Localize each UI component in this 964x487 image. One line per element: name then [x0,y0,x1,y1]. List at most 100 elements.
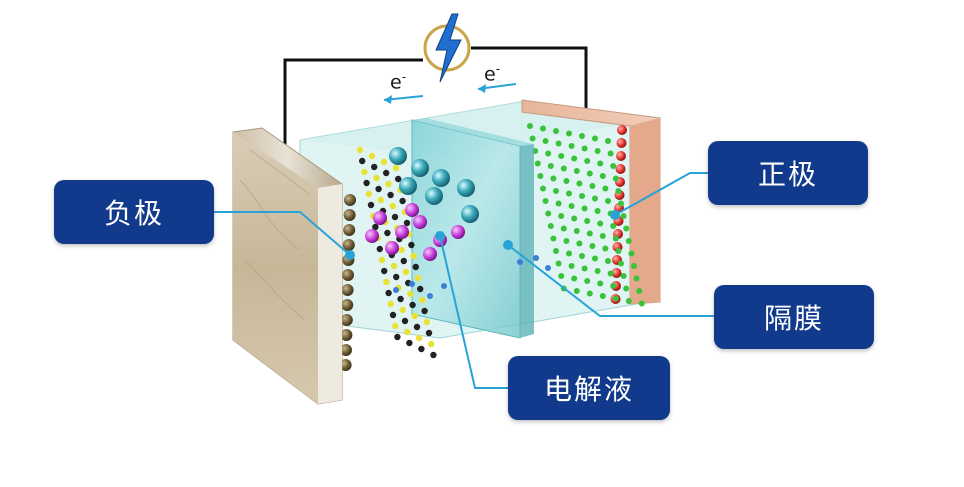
cathode-lattice-atom [571,155,578,162]
cathode-lattice-atom [581,145,588,152]
anode-strip-atom [425,329,433,337]
cathode-lattice-atom [542,198,549,204]
anode-atom [342,269,354,281]
cathode-lattice-atom [540,125,546,132]
cathode-lattice-atom [620,273,627,279]
anion [365,229,379,243]
cathode-lattice-atom [628,250,635,257]
cathode-lattice-atom [589,183,596,189]
cathode-lattice-atom [586,170,593,177]
solvent-molecule [427,293,433,299]
cathode-lattice-atom [555,200,562,207]
cathode-lattice-atom [555,140,562,147]
cathode-lattice-atom [610,223,617,229]
solvent-molecule [409,281,415,287]
lithium-ion [399,177,417,195]
solvent-molecule [545,265,551,271]
cathode-lattice-atom [571,215,578,222]
anion [373,211,387,225]
cathode-lattice-atom [542,138,549,144]
cathode-atom [616,151,626,161]
anode-strip-atom [417,285,424,293]
cathode-lattice-atom [560,225,567,232]
separator-label: 隔膜 [714,285,874,349]
cathode-lattice-atom [547,223,554,229]
anode-strip-atom [381,267,388,275]
cathode-lattice-atom [545,150,552,157]
anode-atom [342,239,355,251]
cathode-lattice-atom [579,253,585,259]
lithium-ion [425,187,443,205]
anode-strip-atom [401,317,409,325]
anode-strip-atom [409,301,416,309]
cathode-lattice-atom [571,275,578,282]
anode-strip-atom [399,306,406,314]
anion [385,241,399,255]
cathode-lattice-atom [537,173,544,179]
cathode-lattice-atom [602,185,609,192]
cathode-lattice-atom [568,203,575,209]
cathode-lattice-atom [623,285,630,292]
electron-label: e- [484,62,501,86]
anode-strip-atom [395,175,402,183]
anion [423,247,437,261]
lightning-bolt-icon [423,13,471,83]
cathode-lattice-atom [558,273,565,279]
anion [451,225,465,239]
cathode-lattice-atom [599,293,606,299]
anode-strip-atom [423,318,430,326]
cathode-lattice-atom [636,288,643,294]
cathode-lattice-atom [612,175,619,182]
anode-strip-atom [399,197,406,205]
anode-strip-atom [430,351,437,359]
cathode-lattice-atom [579,193,585,199]
cathode-lattice-atom [631,263,637,269]
cathode-lattice-atom [597,160,604,167]
cathode-lattice-atom [625,298,632,304]
anode-strip-atom [402,268,410,276]
anode-strip-atom [391,213,399,221]
cathode-lattice-atom [566,130,572,137]
cathode-lattice-atom [605,198,611,204]
cathode-lattice-atom [566,190,572,197]
cathode-lattice-atom [573,168,580,174]
cathode-lattice-atom [553,188,559,194]
anode-strip-atom [413,323,421,331]
anode-strip-atom [397,295,404,303]
anode-strip-atom [404,328,411,336]
solvent-molecule [517,259,523,265]
cathode-lattice [527,123,645,307]
cathode-lattice-atom [599,173,606,179]
anode-label: 负极 [54,180,214,244]
cathode-lattice-atom [529,135,536,142]
anode-strip-atom [373,174,380,182]
cathode-lattice-atom [586,230,593,237]
anode-strip-atom [380,158,388,166]
anode-strip-atom [392,322,399,330]
cathode-lattice-atom [618,260,624,267]
anode-atom [341,299,354,311]
anode-strip-atom [368,152,376,160]
cathode-lattice-atom [625,238,632,244]
cathode-lattice-atom [594,148,601,154]
anode-strip-atom [392,164,400,172]
cathode-lattice-atom [553,248,559,254]
cathode-lattice-atom [534,160,541,167]
cathode-lattice-atom [599,233,606,239]
cathode-lattice-atom [605,258,611,264]
anode-strip-atom [375,185,382,193]
anode-strip-atom [406,339,413,347]
cathode-lattice-atom [586,290,593,297]
anode-strip-atom [377,196,384,204]
cathode-lattice-atom [547,163,554,169]
lithium-ion [457,179,475,197]
anode-strip-atom [371,163,378,171]
anode-strip-atom [394,333,401,341]
cathode-atom [615,164,626,174]
cathode-lattice-atom [612,235,619,242]
electrolyte-ions [365,147,551,299]
anode-strip-atom [408,241,415,249]
anode-strip-atom [361,168,368,176]
cathode-lattice-atom [568,143,575,149]
anode-strip-atom [414,274,422,282]
